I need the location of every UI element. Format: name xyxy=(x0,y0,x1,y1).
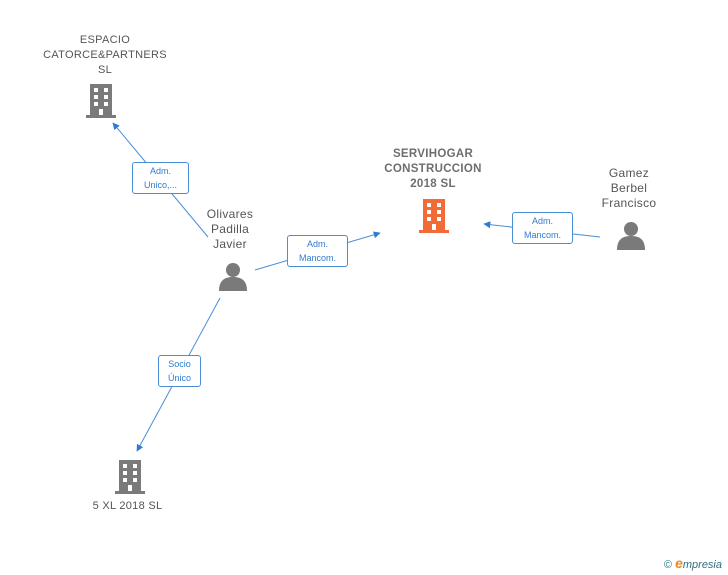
person-label-gamez[interactable]: Gamez Berbel Francisco xyxy=(588,166,670,211)
label-line: CONSTRUCCION xyxy=(384,163,482,175)
edge-label-gamez-servihogar[interactable]: Adm. Mancom. xyxy=(512,212,573,244)
edge-label-line: Mancom. xyxy=(298,253,336,263)
edge-label-olivares-espacio[interactable]: Adm. Unico,... xyxy=(132,162,189,194)
copyright-symbol: © xyxy=(663,559,673,571)
edge-label-olivares-servihogar[interactable]: Adm. Mancom. xyxy=(287,235,348,267)
label-line: Javier xyxy=(213,237,247,251)
label-line: CATORCE&PARTNERS xyxy=(43,49,167,61)
edge-label-line: Socio xyxy=(168,359,191,369)
label-line: 2018 SL xyxy=(410,178,456,190)
brand-footer[interactable]: © empresia xyxy=(664,555,722,571)
label-line: Padilla xyxy=(210,222,250,236)
person-icon[interactable] xyxy=(219,263,247,291)
building-icon[interactable] xyxy=(115,460,145,494)
label-line: Olivares xyxy=(206,207,254,221)
edge-label-line: Adm. xyxy=(306,239,328,249)
label-line: ESPACIO xyxy=(79,34,131,46)
edge-label-line: Unico,... xyxy=(143,180,177,190)
building-icon[interactable] xyxy=(86,84,116,118)
edge-label-line: Adm. xyxy=(531,216,553,226)
brand-logo-e: e xyxy=(675,555,683,571)
label-line: SL xyxy=(97,64,113,76)
label-line: SERVIHOGAR xyxy=(392,148,474,160)
edge-label-olivares-xl[interactable]: Socio Único xyxy=(158,355,201,387)
brand-logo-text: mpresia xyxy=(682,559,722,571)
person-label-olivares[interactable]: Olivares Padilla Javier xyxy=(185,207,275,252)
company-label-servihogar[interactable]: SERVIHOGAR CONSTRUCCION 2018 SL xyxy=(358,147,508,192)
company-label-5xl[interactable]: 5 XL 2018 SL xyxy=(70,499,185,514)
edge-label-line: Único xyxy=(167,373,191,383)
label-line: 5 XL 2018 SL xyxy=(92,500,163,512)
main-building-icon[interactable] xyxy=(419,199,449,233)
person-icon[interactable] xyxy=(617,222,645,250)
label-line: Berbel xyxy=(610,181,648,195)
company-label-espacio[interactable]: ESPACIO CATORCE&PARTNERS SL xyxy=(20,33,190,78)
edge-label-line: Mancom. xyxy=(523,230,561,240)
edge-label-line: Adm. xyxy=(149,166,171,176)
label-line: Gamez xyxy=(608,166,650,180)
label-line: Francisco xyxy=(601,196,657,210)
